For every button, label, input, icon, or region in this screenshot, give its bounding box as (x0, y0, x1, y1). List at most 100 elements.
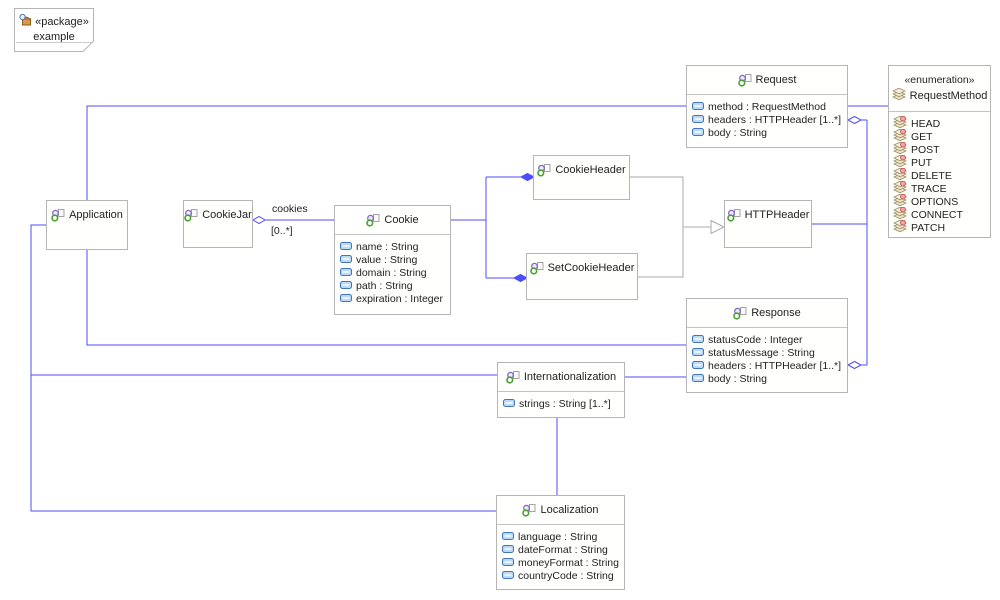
enum-literal-text: PUT (911, 156, 932, 169)
attribute-row[interactable]: headers : HTTPHeader [1..*] (692, 113, 844, 126)
class-title: HTTPHeader (725, 201, 811, 229)
package-name: example (33, 31, 75, 43)
attribute-row[interactable]: countryCode : String (502, 569, 621, 582)
edge-cookiejar-cookie-aggregation[interactable] (252, 215, 334, 225)
attribute-icon (692, 101, 704, 113)
enumeration-stereotype: «enumeration» (904, 74, 975, 86)
attribute-icon (340, 241, 352, 253)
attribute-row[interactable]: path : String (340, 279, 447, 292)
enum-literal-text: CONNECT (911, 208, 963, 221)
attribute-row[interactable]: strings : String [1..*] (503, 397, 621, 410)
package-note[interactable]: «package» example (14, 8, 94, 52)
attribute-row[interactable]: dateFormat : String (502, 543, 621, 556)
attribute-icon (692, 334, 704, 346)
attribute-row[interactable]: method : RequestMethod (692, 100, 844, 113)
class-icon (366, 213, 380, 227)
class-internationalization[interactable]: Internationalization strings : String [1… (497, 362, 625, 418)
class-setcookieheader[interactable]: SetCookieHeader (526, 253, 638, 300)
attribute-row[interactable]: name : String (340, 240, 447, 253)
enumeration-name: RequestMethod (909, 89, 988, 102)
class-httpheader[interactable]: HTTPHeader (724, 200, 812, 248)
attribute-row[interactable]: headers : HTTPHeader [1..*] (692, 359, 844, 372)
note-divider (16, 42, 92, 43)
attribute-icon (692, 114, 704, 126)
enum-literal-icon (892, 180, 908, 196)
attribute-icon (502, 544, 514, 556)
enumeration-icon (891, 87, 906, 103)
attribute-row[interactable]: statusMessage : String (692, 346, 844, 359)
enum-literal-row[interactable]: GET (892, 128, 987, 144)
attribute-row[interactable]: value : String (340, 253, 447, 266)
class-cookieheader[interactable]: CookieHeader (533, 155, 630, 200)
class-icon (506, 370, 520, 384)
attribute-text: countryCode : String (518, 569, 614, 582)
enum-literal-text: TRACE (911, 182, 947, 195)
class-name: HTTPHeader (744, 209, 810, 221)
edge-headers-generalization-httpheader[interactable] (630, 176, 726, 278)
attribute-icon (340, 267, 352, 279)
generalization-triangle (710, 219, 726, 235)
class-application[interactable]: Application (46, 200, 128, 250)
class-name: Internationalization (523, 371, 617, 383)
attribute-row[interactable]: statusCode : Integer (692, 333, 844, 346)
enum-literal-row[interactable]: DELETE (892, 167, 987, 182)
class-cookiejar[interactable]: CookieJar (183, 200, 253, 248)
class-icon (522, 503, 536, 517)
attribute-row[interactable]: domain : String (340, 266, 447, 279)
note-fold-corner (83, 41, 94, 52)
class-icon (184, 208, 198, 222)
class-title: CookieHeader (534, 156, 629, 184)
attribute-icon (340, 254, 352, 266)
enum-literal-row[interactable]: OPTIONS (892, 193, 987, 209)
attribute-icon (340, 293, 352, 305)
class-icon (537, 163, 551, 177)
attribute-icon (502, 570, 514, 582)
enum-literal-row[interactable]: HEAD (892, 115, 987, 130)
attribute-text: body : String (708, 372, 767, 385)
enum-literal-row[interactable]: POST (892, 141, 987, 157)
attribute-row[interactable]: body : String (692, 372, 844, 385)
attribute-row[interactable]: language : String (502, 530, 621, 543)
association-role-label[interactable]: cookies (272, 203, 308, 215)
edge-application-localization[interactable] (30, 224, 496, 512)
class-name: CookieHeader (555, 164, 626, 176)
package-icon (19, 13, 32, 30)
attribute-text: name : String (356, 240, 419, 253)
attribute-text: headers : HTTPHeader [1..*] (708, 113, 842, 126)
edge-application-request[interactable] (86, 105, 686, 200)
attribute-text: statusCode : Integer (708, 333, 803, 346)
enum-literal-text: PATCH (911, 221, 946, 234)
enum-literal-row[interactable]: CONNECT (892, 206, 987, 221)
enum-literal-icon (892, 141, 908, 157)
enum-literal-row[interactable]: TRACE (892, 180, 987, 196)
enum-literal-icon (892, 128, 908, 144)
enum-literal-icon (892, 193, 908, 209)
class-title: Localization (497, 496, 624, 524)
attribute-row[interactable]: expiration : Integer (340, 292, 447, 305)
attribute-icon (340, 280, 352, 292)
class-name: Request (755, 74, 797, 86)
class-name: Response (751, 307, 801, 319)
enum-literal-row[interactable]: PUT (892, 154, 987, 169)
class-title: Cookie (335, 206, 450, 234)
attribute-row[interactable]: body : String (692, 126, 844, 139)
association-multiplicity-label[interactable]: [0..*] (271, 225, 293, 237)
attribute-text: statusMessage : String (708, 346, 815, 359)
attribute-text: path : String (356, 279, 413, 292)
attribute-icon (503, 398, 515, 410)
edge-cookie-cookieheaders-composition[interactable] (451, 172, 536, 283)
edge-request-response-httpheader-aggregation[interactable] (812, 115, 868, 370)
attribute-row[interactable]: moneyFormat : String (502, 556, 621, 569)
edge-application-response[interactable] (86, 250, 686, 346)
enum-literal-row[interactable]: PATCH (892, 219, 987, 234)
attribute-text: body : String (708, 126, 767, 139)
